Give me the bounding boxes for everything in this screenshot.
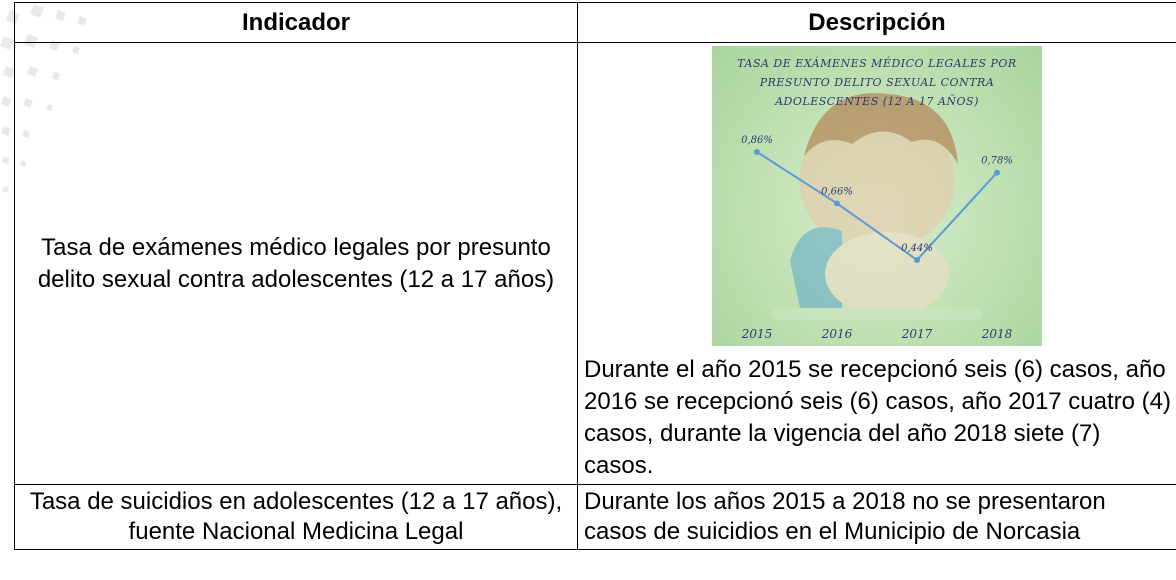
indicator-cell: Tasa de exámenes médico legales por pres… — [14, 42, 578, 485]
x-tick-label-2018: 2018 — [981, 327, 1013, 341]
description-cell: Durante los años 2015 a 2018 no se prese… — [577, 484, 1176, 550]
header-indicator: Indicador — [14, 2, 578, 43]
data-label-2018: 0,78% — [981, 156, 1013, 167]
indicator-text: Tasa de exámenes médico legales por pres… — [37, 233, 555, 293]
indicator-table: Indicador Descripción Tasa de exámenes m… — [14, 2, 1176, 550]
series-line — [756, 151, 998, 262]
chart-svg: 0,86% 0,66% 0,44% 0,78% 2015 2016 2017 2018 — [741, 93, 1013, 341]
description-text: Durante el año 2015 se recepcionó seis (… — [584, 356, 1172, 479]
description-cell: 0,86% 0,66% 0,44% 0,78% 2015 2016 2017 2018 TA… — [577, 42, 1176, 485]
table-row: Tasa de exámenes médico legales por pres… — [14, 42, 1176, 485]
x-tick-label-2016: 2016 — [821, 327, 853, 341]
indicator-cell: Tasa de suicidios en adolescentes (12 a … — [14, 484, 578, 550]
table-row: Tasa de suicidios en adolescentes (12 a … — [14, 484, 1176, 550]
header-description: Descripción — [577, 2, 1176, 43]
data-point-2018 — [994, 169, 1000, 176]
data-label-2015: 0,86% — [741, 135, 773, 146]
data-label-2016: 0,66% — [821, 186, 853, 197]
data-point-2017 — [914, 257, 920, 263]
table-header-row: Indicador Descripción — [14, 2, 1176, 43]
chart-title: TASA DE EXÁMENES MÉDICO LEGALES POR PRES… — [737, 57, 1017, 108]
child-illustration — [772, 93, 982, 320]
data-label-2017: 0,44% — [901, 243, 933, 254]
data-point-2015 — [754, 149, 760, 155]
x-tick-label-2015: 2015 — [741, 327, 773, 341]
data-point-2016 — [834, 200, 840, 207]
indicator-text: Tasa de suicidios en adolescentes (12 a … — [29, 488, 563, 545]
line-chart: 0,86% 0,66% 0,44% 0,78% 2015 2016 2017 2018 TA… — [712, 46, 1042, 346]
description-text: Durante los años 2015 a 2018 no se prese… — [584, 488, 1106, 545]
x-tick-label-2017: 2017 — [901, 327, 933, 341]
